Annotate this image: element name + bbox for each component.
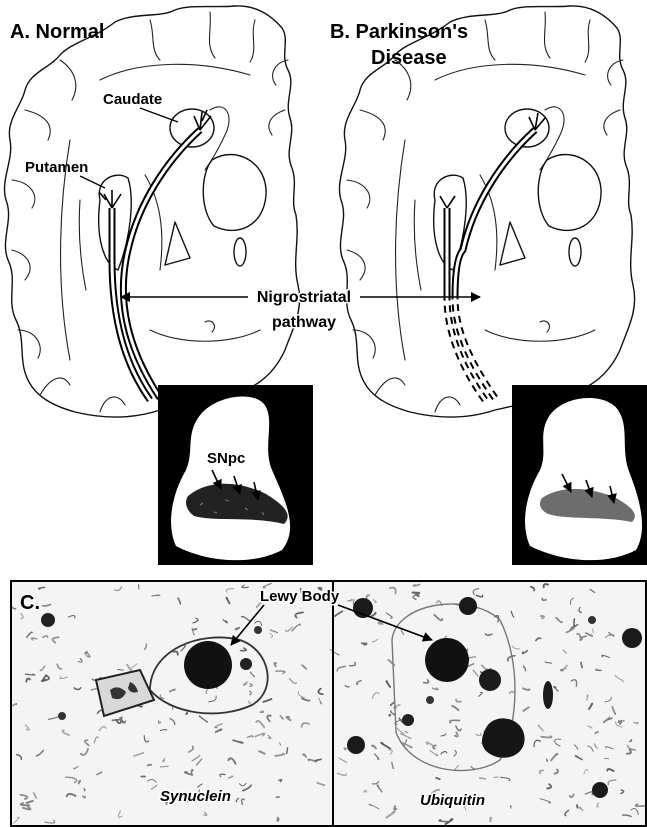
ubiquitin-granule [347, 736, 365, 754]
putamen-label: Putamen [25, 159, 88, 176]
tissue-texture-mark [193, 629, 197, 630]
pathway-tube-caudate [123, 130, 200, 398]
ubiquitin-granule [426, 696, 434, 704]
tissue-texture-mark [547, 759, 548, 761]
ubiquitin-label: Ubiquitin [420, 792, 485, 809]
lewy-body-ubiquitin [425, 638, 469, 682]
parkinsons-nigrostriatal-pathway [440, 113, 545, 400]
ubiquitin-granule [588, 616, 596, 624]
tissue-texture-mark [25, 674, 35, 675]
caudate-terminals [194, 110, 211, 130]
snpc-label: SNpc [207, 450, 245, 467]
ubiquitin-granule [402, 714, 414, 726]
ubiquitin-granule [592, 782, 608, 798]
synuclein-label: Synuclein [160, 788, 231, 805]
ubiquitin-granule [479, 669, 501, 691]
normal-nigrostriatal-pathway [99, 110, 211, 400]
tissue-texture-mark [490, 818, 491, 822]
panel-b-title-line1: B. Parkinson's [330, 21, 468, 43]
tissue-texture-mark [84, 789, 85, 791]
stained-granule [41, 613, 55, 627]
normal-substantia-nigra-inset: SNpc [158, 385, 313, 565]
ubiquitin-granule [622, 628, 642, 648]
ubiquitin-granule [543, 681, 553, 709]
pathway-label-line2: pathway [272, 314, 336, 331]
tissue-texture-mark [595, 732, 598, 733]
panel-c-histology: C. Lewy Body Synuclein Ubiquitin [8, 581, 646, 826]
normal-brain-section [4, 6, 299, 417]
tissue-texture-mark [186, 713, 187, 714]
tissue-texture-mark [85, 652, 86, 654]
pd-putamen-terminals [440, 196, 455, 208]
panel-a-title: A. Normal [10, 21, 104, 43]
tissue-texture-mark [118, 669, 124, 670]
pd-caudate-terminals [529, 113, 545, 130]
panel-c-title: C. [20, 592, 40, 614]
tissue-texture-mark [416, 594, 419, 596]
pd-substantia-nigra-inset [512, 385, 647, 565]
caudate-pointer [140, 108, 178, 122]
tissue-texture-mark [43, 636, 48, 637]
tissue-texture-mark [379, 623, 383, 624]
tissue-texture-mark [277, 818, 278, 821]
putamen-terminals [99, 190, 121, 208]
putamen-pointer [80, 176, 105, 188]
tissue-texture-mark [148, 765, 152, 766]
caudate-label: Caudate [103, 91, 162, 108]
tissue-texture-mark [577, 805, 578, 808]
tissue-texture-mark [389, 714, 391, 716]
pd-tube-caudate-upper [455, 130, 535, 298]
lewy-body-synuclein [184, 641, 232, 689]
panel-b-title-line2: Disease [371, 47, 447, 69]
pd-tube-caudate-upper-core [455, 130, 535, 298]
stained-granule [254, 626, 262, 634]
stained-granule [240, 658, 252, 670]
lewy-body-label: Lewy Body [260, 588, 340, 605]
stained-granule [58, 712, 66, 720]
pathway-label-line1: Nigrostriatal [257, 289, 351, 306]
tissue-texture-mark [494, 777, 498, 778]
ubiquitin-granule [459, 597, 477, 615]
tissue-texture-mark [541, 736, 551, 737]
tissue-texture-mark [480, 778, 486, 779]
